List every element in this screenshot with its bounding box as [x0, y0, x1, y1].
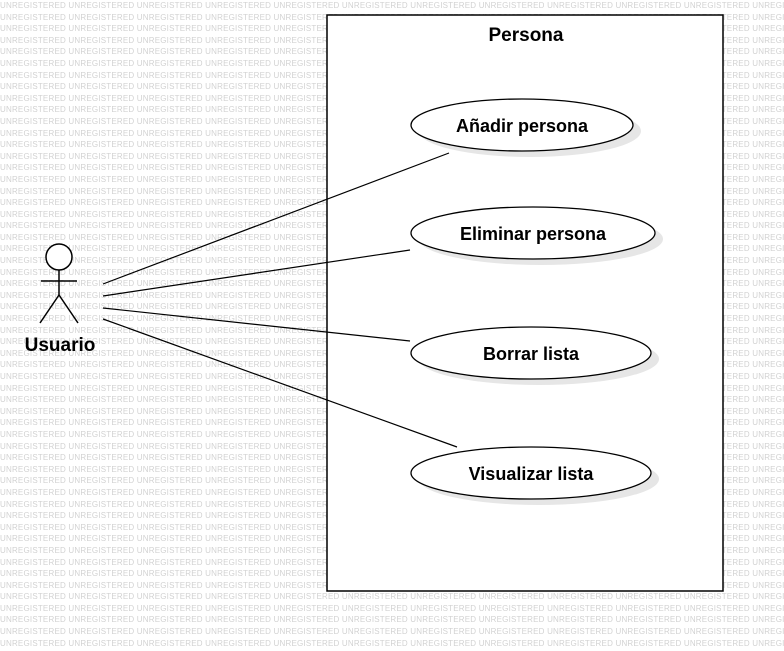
actor-head — [45, 243, 73, 271]
actor-usuario[interactable] — [39, 243, 79, 324]
use-case-add-person[interactable]: Añadir persona — [410, 98, 641, 157]
watermark-row: UNREGISTERED UNREGISTERED UNREGISTERED U… — [0, 592, 784, 602]
use-case-delete-person[interactable]: Eliminar persona — [410, 206, 663, 265]
watermark-row: UNREGISTERED UNREGISTERED UNREGISTERED U… — [0, 627, 784, 637]
association-view-list[interactable] — [102, 318, 458, 448]
use-case-ellipse — [410, 98, 634, 152]
actor-right-leg — [58, 294, 79, 324]
association-delete-person[interactable] — [102, 249, 411, 297]
actor-name: Usuario — [25, 335, 96, 356]
system-title: Persona — [489, 25, 564, 46]
use-case-label: Visualizar lista — [469, 464, 595, 484]
use-case-ellipse — [410, 326, 652, 380]
use-case-clear-list[interactable]: Borrar lista — [410, 326, 659, 385]
watermark-row: UNREGISTERED UNREGISTERED UNREGISTERED U… — [0, 603, 784, 613]
use-case-label: Borrar lista — [483, 344, 580, 364]
association-add-person[interactable] — [102, 152, 450, 285]
use-case-label: Eliminar persona — [460, 224, 607, 244]
use-case-view-list[interactable]: Visualizar lista — [410, 446, 659, 505]
watermark-row: UNREGISTERED UNREGISTERED UNREGISTERED U… — [0, 638, 784, 648]
use-case-label: Añadir persona — [456, 116, 589, 136]
associations — [102, 152, 458, 448]
use-case-ellipse — [410, 206, 656, 260]
actor-left-leg — [39, 294, 60, 324]
watermark-row: UNREGISTERED UNREGISTERED UNREGISTERED U… — [0, 615, 784, 625]
association-clear-list[interactable] — [102, 307, 411, 342]
watermark-row: UNREGISTERED UNREGISTERED UNREGISTERED U… — [0, 1, 784, 10]
use-case-ellipse — [410, 446, 652, 500]
